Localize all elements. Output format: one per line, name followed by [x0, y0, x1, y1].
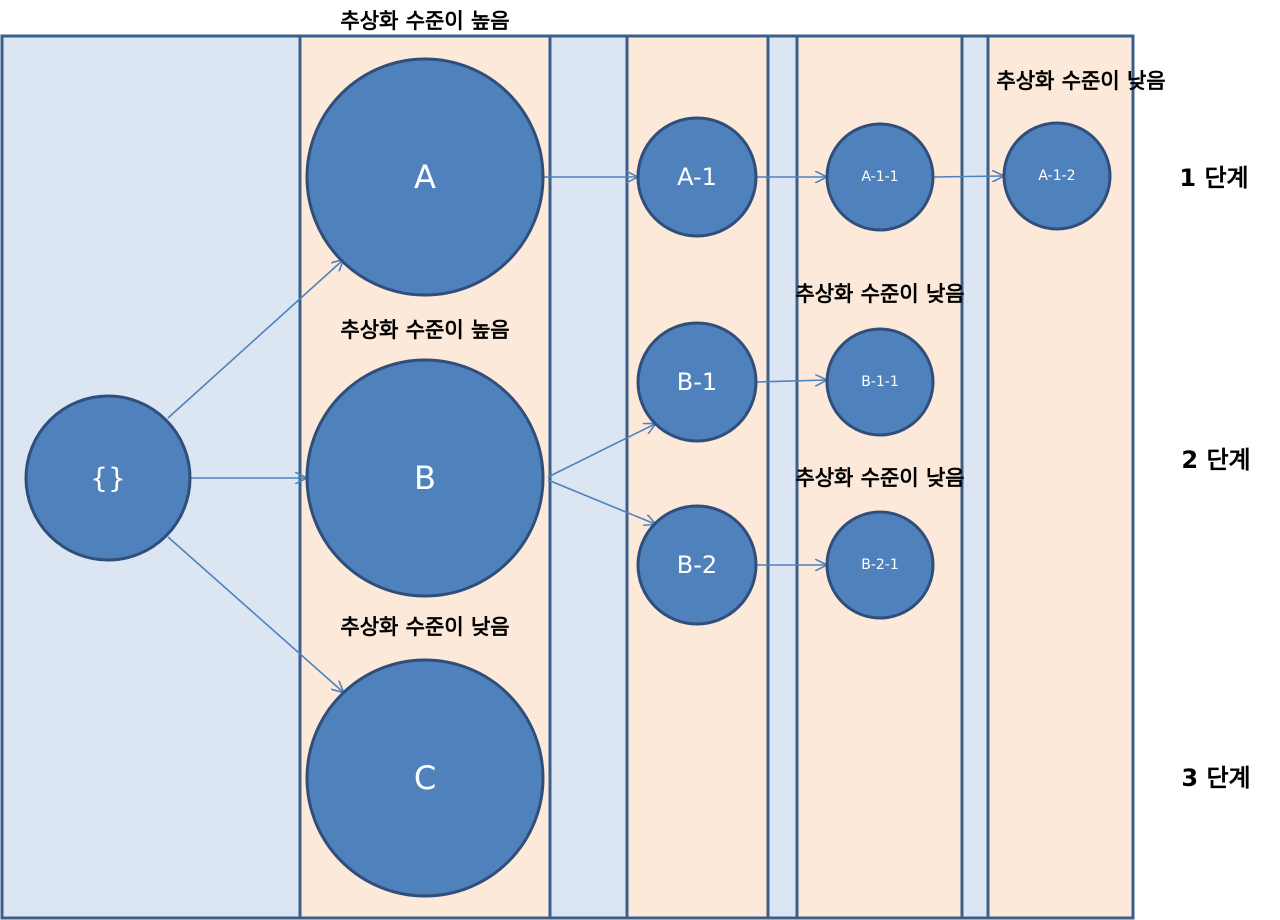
edge-root-c — [167, 536, 343, 692]
edge-b-b1 — [547, 424, 655, 478]
node-b11-label: B-1-1 — [861, 374, 899, 390]
node-a-label: A — [414, 158, 436, 196]
node-b1: B-1 — [636, 321, 758, 443]
abstraction-notes: 추상화 수준이 높음 추상화 수준이 높음 추상화 수준이 낮음 추상화 수준이… — [340, 9, 1165, 639]
node-a1-label: A-1 — [677, 163, 717, 191]
node-b1-label: B-1 — [677, 368, 717, 396]
column-gap-3 — [960, 34, 990, 920]
node-a: A — [305, 57, 545, 297]
edge-a11-a12 — [932, 176, 1003, 177]
node-c-label: C — [414, 759, 436, 797]
node-a1: A-1 — [636, 116, 758, 238]
node-b11: B-1-1 — [825, 327, 935, 437]
level-label-1: 1 단계 — [1179, 164, 1248, 192]
edge-b-b2 — [547, 479, 655, 524]
level-label-2: 2 단계 — [1181, 446, 1250, 474]
edge-b1-b11 — [756, 380, 826, 382]
node-a12: A-1-2 — [1002, 121, 1112, 231]
level-labels: 1 단계 2 단계 3 단계 — [1179, 164, 1250, 792]
note-above-b1: 추상화 수준이 낮음 — [795, 282, 964, 306]
note-above-c: 추상화 수준이 낮음 — [340, 615, 509, 639]
node-a11: A-1-1 — [825, 122, 935, 232]
node-b-label: B — [414, 459, 436, 497]
edge-root-a — [167, 260, 343, 419]
node-b2-label: B-2 — [677, 551, 717, 579]
note-above-a: 추상화 수준이 높음 — [340, 9, 509, 33]
level-label-3: 3 단계 — [1181, 764, 1250, 792]
node-root: {} — [24, 394, 192, 562]
note-above-a12: 추상화 수준이 낮음 — [996, 69, 1165, 93]
note-above-b2: 추상화 수준이 낮음 — [795, 466, 964, 490]
node-a11-label: A-1-1 — [861, 169, 898, 185]
column-gap-1 — [548, 34, 629, 920]
nodes: {} A B C A-1 B-1 B-2 A-1-1 — [24, 57, 1112, 898]
node-b21-label: B-2-1 — [861, 557, 899, 573]
node-a12-label: A-1-2 — [1038, 168, 1075, 184]
note-above-b: 추상화 수준이 높음 — [340, 318, 509, 342]
edges — [167, 176, 1003, 692]
node-b21: B-2-1 — [825, 510, 935, 620]
node-c: C — [305, 658, 545, 898]
node-b2: B-2 — [636, 504, 758, 626]
column-gap-2 — [766, 34, 799, 920]
node-root-label: {} — [90, 462, 126, 495]
node-b: B — [305, 358, 545, 598]
